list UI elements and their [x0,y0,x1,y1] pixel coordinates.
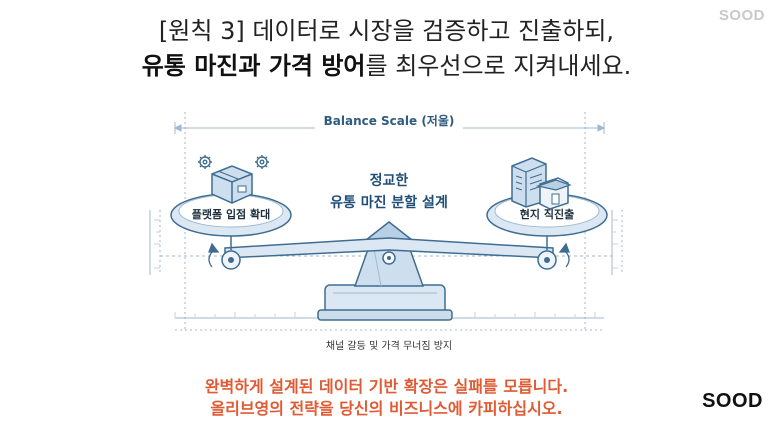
brand-logo-top: SOOD [718,7,765,24]
scale-label: Balance Scale (저울) [324,113,455,128]
center-label-line-2: 유통 마진 분할 설계 [330,194,448,211]
scale-base [317,284,453,321]
brand-logo-bottom: SOOD [702,390,763,412]
headline-line-1: [원칙 3] 데이터로 시장을 검증하고 진출하되, [158,17,615,45]
gear-icon [255,155,269,169]
footer-message: 완벽하게 설계된 데이터 기반 확장은 실패를 모릅니다. 올리브영의 전략을 … [0,376,773,420]
building-store-icon [511,157,572,210]
headline-line-2-rest: 를 최우선으로 지켜내세요. [365,52,632,80]
left-pan [170,193,292,250]
gear-icon [198,155,212,169]
headline: [원칙 3] 데이터로 시장을 검증하고 진출하되, 유통 마진과 가격 방어를… [0,14,773,84]
footer-line-2: 올리브영의 전략을 당신의 비즈니스에 카피하십시오. [210,399,563,418]
headline-line-2: 유통 마진과 가격 방어를 최우선으로 지켜내세요. [0,48,773,84]
center-label-line-1: 정교한 [370,172,409,189]
right-pan-label: 현지 직진출 [520,207,574,221]
ruler-ticks [154,219,618,318]
base-label: 채널 갈등 및 가격 무너짐 방지 [326,339,452,352]
scale-beam [221,237,557,270]
package-box-icon [211,165,253,204]
left-pan-label: 플랫폼 입점 확대 [192,207,271,221]
footer-line-1: 완벽하게 설계된 데이터 기반 확장은 실패를 모릅니다. [204,377,569,396]
headline-emphasis: 유통 마진과 가격 방어 [141,52,366,80]
balance-arrows [208,242,570,268]
